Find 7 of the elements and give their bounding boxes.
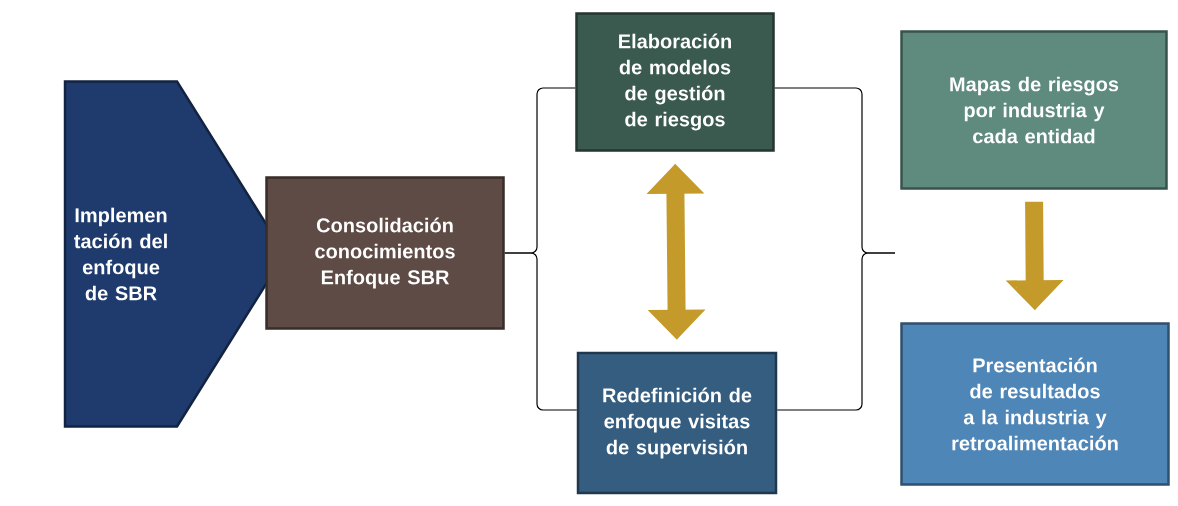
process-box: Presentación de resultados a la industria y retroalimentación bbox=[900, 322, 1170, 486]
bracket-connector bbox=[504, 252, 578, 411]
process-box: Elaboración de modelos de gestión de riesgos bbox=[575, 12, 775, 152]
process-box: Redefinición de enfoque visitas de supervisión bbox=[576, 351, 778, 495]
bracket-connector bbox=[776, 252, 896, 411]
process-box: Mapas de riesgos por industria y cada entidad bbox=[900, 30, 1168, 190]
process-box: Consolidación conocimientos Enfoque SBR bbox=[265, 176, 505, 330]
